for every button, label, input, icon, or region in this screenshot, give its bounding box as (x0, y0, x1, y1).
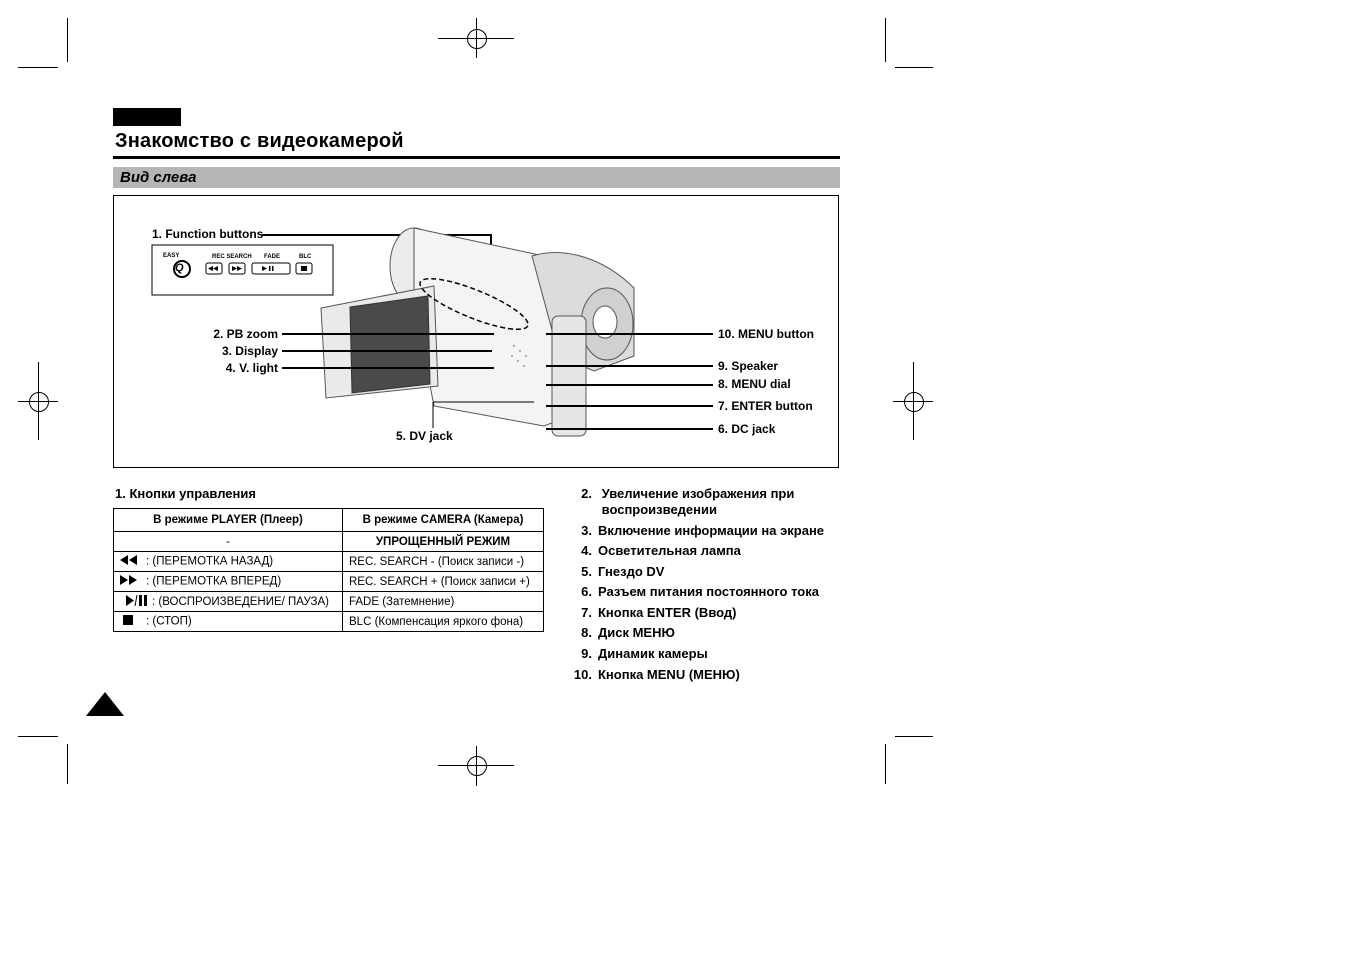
fast-forward-icon (120, 575, 146, 588)
table-cell-player: : (ПЕРЕМОТКА ВПЕРЕД) (146, 575, 282, 588)
list-item-text: Включение информации на экране (598, 523, 825, 538)
label-display: 3. Display (221, 344, 278, 358)
list-item-text: Гнездо DV (598, 564, 665, 579)
label-pb-zoom: 2. PB zoom (213, 327, 278, 341)
panel-label-easy: EASY (163, 253, 180, 259)
label-v-light: 4. V. light (225, 361, 278, 375)
label-menu-button: 10. MENU button (718, 327, 814, 341)
table-cell-camera: REC. SEARCH - (Поиск записи -) (342, 551, 544, 572)
rewind-icon (120, 555, 146, 568)
language-tab (113, 108, 181, 126)
table-row: : (ВОСПРОИЗВЕДЕНИЕ/ ПАУЗА) FADE (Затемне… (113, 591, 544, 612)
list-item: 6.Разъем питания постоянного тока (581, 584, 819, 599)
col-camera-header: В режиме CAMERA (Камера) (342, 508, 544, 532)
play-pause-icon (126, 594, 152, 609)
list-item: 9.Динамик камеры (581, 646, 708, 661)
table-header-row: В режиме PLAYER (Плеер) В режиме CAMERA … (113, 508, 544, 532)
label-menu-dial: 8. MENU dial (718, 377, 791, 391)
table-row: - УПРОЩЕННЫЙ РЕЖИМ (113, 531, 544, 552)
camcorder-figure: 1. Function buttons EASY Q REC SEARCH FA… (113, 195, 839, 468)
panel-label-rec-search: REC SEARCH (212, 254, 252, 260)
label-dc-jack: 6. DC jack (718, 422, 776, 436)
list-item: 8.Диск МЕНЮ (581, 625, 675, 640)
table-cell-player: : (СТОП) (146, 615, 192, 628)
table-cell-player: : (ПЕРЕМОТКА НАЗАД) (146, 555, 274, 568)
list-item-text: Динамик камеры (598, 646, 708, 661)
list-item-text: Кнопка ENTER (Ввод) (598, 605, 737, 620)
label-function-buttons: 1. Function buttons (152, 227, 264, 241)
camcorder-illustration (151, 227, 713, 437)
stop-icon (120, 615, 146, 628)
panel-label-q: Q (175, 262, 184, 274)
panel-label-fade: FADE (264, 254, 281, 260)
list-item: 5.Гнездо DV (581, 564, 665, 579)
table-row: : (СТОП) BLC (Компенсация яркого фона) (113, 611, 544, 632)
list-item: 4.Осветительная лампа (581, 543, 741, 558)
title-rule (113, 156, 840, 159)
list-item-text: Диск МЕНЮ (598, 625, 675, 640)
col-player-header: В режиме PLAYER (Плеер) (113, 508, 343, 532)
table-row: : (ПЕРЕМОТКА НАЗАД) REC. SEARCH - (Поиск… (113, 551, 544, 572)
label-enter-button: 7. ENTER button (718, 399, 813, 413)
page-title: Знакомство с видеокамерой (115, 130, 404, 152)
table-cell-player: - (113, 531, 343, 552)
panel-label-blc: BLC (299, 254, 312, 260)
table-cell-camera: FADE (Затемнение) (342, 591, 544, 612)
table-cell-camera: УПРОЩЕННЫЙ РЕЖИМ (342, 531, 544, 552)
controls-heading: 1. Кнопки управления (115, 486, 256, 501)
list-item-text: Разъем питания постоянного тока (598, 584, 819, 599)
list-item: 10.Кнопка MENU (МЕНЮ) (573, 667, 740, 682)
page-marker-triangle (86, 692, 124, 716)
label-speaker: 9. Speaker (718, 359, 779, 373)
section-title: Вид слева (120, 169, 197, 186)
controls-table: В режиме PLAYER (Плеер) В режиме CAMERA … (113, 508, 544, 632)
table-cell-camera: REC. SEARCH + (Поиск записи +) (342, 571, 544, 592)
list-item-text: Осветительная лампа (598, 543, 741, 558)
table-row: : (ПЕРЕМОТКА ВПЕРЕД) REC. SEARCH + (Поис… (113, 571, 544, 592)
list-item: 3.Включение информации на экране (581, 523, 825, 538)
list-item: 7.Кнопка ENTER (Ввод) (581, 605, 737, 620)
list-item-text: Увеличение изображения при (601, 486, 795, 501)
table-cell-player: : (ВОСПРОИЗВЕДЕНИЕ/ ПАУЗА) (152, 595, 329, 608)
list-item-text: воспроизведении (601, 502, 717, 517)
label-dv-jack: 5. DV jack (396, 429, 453, 443)
section-bar (113, 167, 840, 188)
table-cell-camera: BLC (Компенсация яркого фона) (342, 611, 544, 632)
list-item-text: Кнопка MENU (МЕНЮ) (598, 667, 740, 682)
